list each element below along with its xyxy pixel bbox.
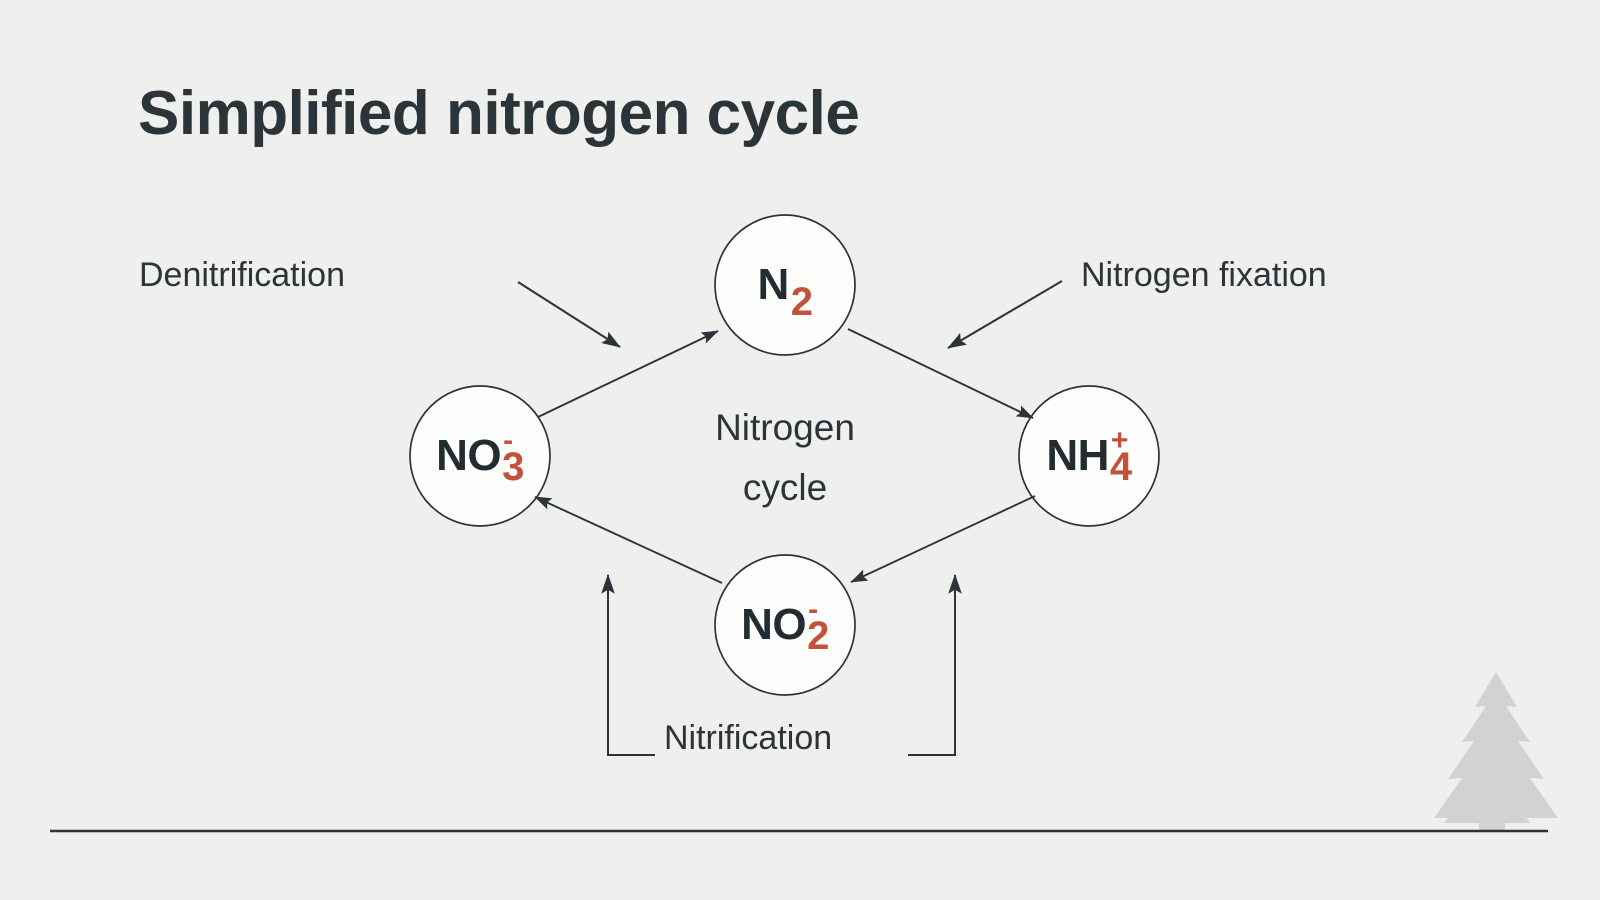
label-nitrogen-fixation: Nitrogen fixation [1081, 256, 1327, 294]
pine-trees-decoration [1434, 672, 1558, 832]
label-denitrification: Denitrification [139, 256, 345, 294]
node-circle-no2[interactable] [714, 554, 856, 696]
connector-n2-to-nh4 [847, 328, 1034, 419]
page-title: Simplified nitrogen cycle [138, 79, 860, 148]
center-label-line1: Nitrogen [715, 407, 855, 448]
pine-tree-short [1444, 729, 1530, 832]
bracket-nitrification-right [908, 573, 962, 756]
label-nitrification: Nitrification [664, 719, 833, 757]
center-label-line2: cycle [742, 466, 828, 508]
node-circle-nh4[interactable] [1018, 385, 1160, 527]
node-circle-no3[interactable] [409, 385, 551, 527]
node-circle-n2[interactable] [714, 214, 856, 356]
pointer-nitrogen-fixation [947, 280, 1063, 349]
connector-no3-to-n2 [537, 330, 719, 418]
connector-no2-to-no3 [534, 496, 723, 584]
pointer-denitrification [517, 281, 621, 348]
connector-nh4-to-no2 [850, 495, 1036, 583]
bracket-nitrification-left [601, 573, 655, 756]
center-label-nitrogen-cycle: Nitrogen cycle [625, 398, 945, 518]
